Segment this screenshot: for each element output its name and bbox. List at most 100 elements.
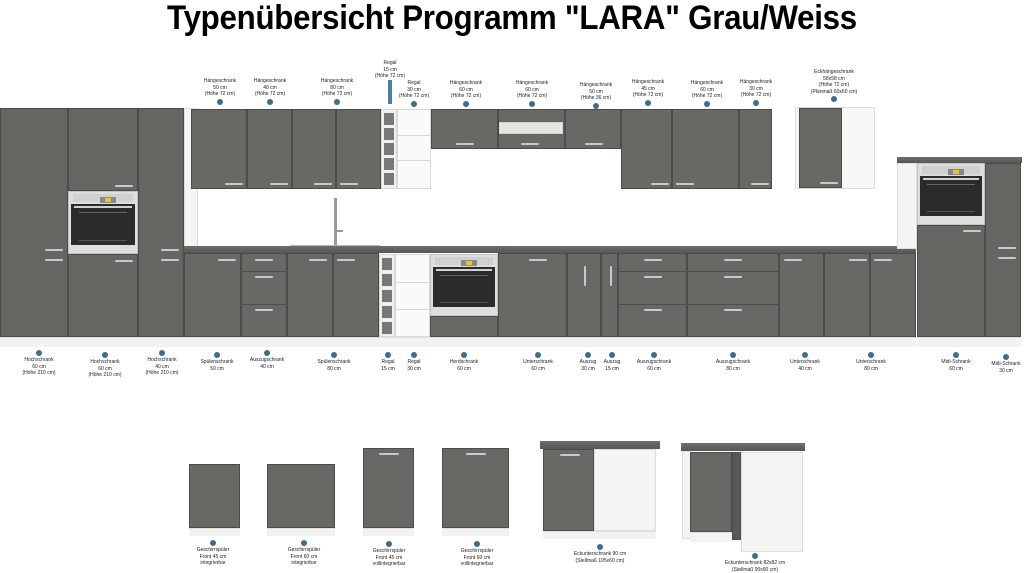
herdschrank-drawer — [430, 316, 498, 337]
geschirrspueler-front-45-vollintegrierbar — [363, 448, 414, 528]
oven-display-icon — [100, 197, 116, 203]
label-eckunterschrank-90: Eckunterschrank 90 cm(Stellmaß 105x60 cm… — [560, 544, 640, 564]
arrow-down-icon — [463, 100, 469, 107]
plinth — [0, 337, 184, 347]
arrow-down-icon — [334, 98, 340, 105]
eckunterschrank-90-side — [594, 449, 656, 531]
hochschrank-60-top — [68, 108, 138, 191]
handle — [45, 259, 63, 261]
handle — [309, 259, 327, 261]
arrow-down-icon — [593, 102, 599, 109]
handle — [161, 259, 179, 261]
haengeschrank-80-left — [292, 109, 336, 189]
plinth — [184, 337, 916, 347]
arrow-up-icon — [474, 541, 480, 547]
arrow-up-icon — [264, 350, 270, 356]
handle — [998, 247, 1016, 249]
handle — [255, 259, 273, 261]
handle — [255, 309, 273, 311]
regal-30-upper — [397, 109, 431, 189]
spuelenschrank-80-right — [333, 253, 379, 337]
eckunterschrank-82-right-side — [741, 452, 803, 552]
faucet-icon — [334, 198, 337, 246]
arrow-up-icon — [752, 553, 758, 559]
midi-schrank-30 — [985, 163, 1021, 337]
handle — [724, 259, 742, 261]
arrow-up-icon — [651, 352, 657, 358]
arrow-up-icon — [386, 541, 392, 547]
handle — [644, 276, 662, 278]
handle — [45, 249, 63, 251]
handle — [161, 249, 179, 251]
handle — [340, 183, 358, 185]
label-eckunterschrank-82: Eckunterschrank 82x82 cm(Stellmaß 90x90 … — [710, 553, 800, 573]
eckunterschrank-90-door — [543, 449, 594, 531]
haengeschrank-60c — [672, 109, 739, 189]
haengeschrank-40 — [247, 109, 292, 189]
haengeschrank-60a — [431, 109, 498, 149]
oven-tall — [68, 191, 138, 254]
handle — [849, 259, 867, 261]
arrow-down-icon — [529, 100, 535, 107]
unterschrank-40 — [779, 253, 824, 337]
handle — [225, 183, 243, 185]
handle — [270, 183, 288, 185]
haengeschrank-50 — [191, 109, 247, 189]
arrow-up-icon — [730, 352, 736, 358]
haengeschrank-80-right — [336, 109, 381, 189]
handle — [255, 276, 273, 278]
unterschrank-80-right — [870, 253, 916, 337]
arrow-up-icon — [301, 540, 307, 546]
midi-side-panel — [897, 163, 917, 249]
haengeschrank-30 — [739, 109, 772, 189]
arrow-up-icon — [36, 350, 42, 356]
arrow-up-icon — [868, 352, 874, 358]
oven-display-icon — [948, 169, 965, 175]
unterschrank-60 — [498, 253, 567, 337]
unterschrank-80-left — [824, 253, 870, 337]
arrow-down-icon — [704, 100, 710, 107]
oven-herdschrank — [430, 254, 498, 316]
oven-midi — [917, 163, 985, 225]
arrow-up-icon — [331, 352, 337, 358]
handle — [644, 259, 662, 261]
hochschrank-60-bottom — [68, 254, 138, 337]
handle — [724, 276, 742, 278]
glass-insert — [499, 122, 563, 134]
plinth — [690, 532, 732, 542]
handle — [998, 257, 1016, 259]
oven-display-icon — [461, 260, 478, 266]
long-arrow-icon — [388, 80, 392, 104]
handle — [651, 183, 669, 185]
handle — [466, 453, 486, 455]
geschirrspueler-front-60-vollintegrierbar — [442, 448, 509, 528]
geschirrspueler-front-45-integrierbar — [189, 464, 240, 528]
arrow-up-icon — [1003, 354, 1009, 360]
regal-15-lower — [379, 254, 395, 337]
arrow-up-icon — [461, 352, 467, 358]
arrow-up-icon — [214, 352, 220, 358]
arrow-down-icon — [645, 99, 651, 106]
handle — [724, 309, 742, 311]
page-title: Typenübersicht Programm "LARA" Grau/Weis… — [167, 0, 857, 37]
arrow-up-icon — [385, 352, 391, 358]
handle — [379, 453, 399, 455]
